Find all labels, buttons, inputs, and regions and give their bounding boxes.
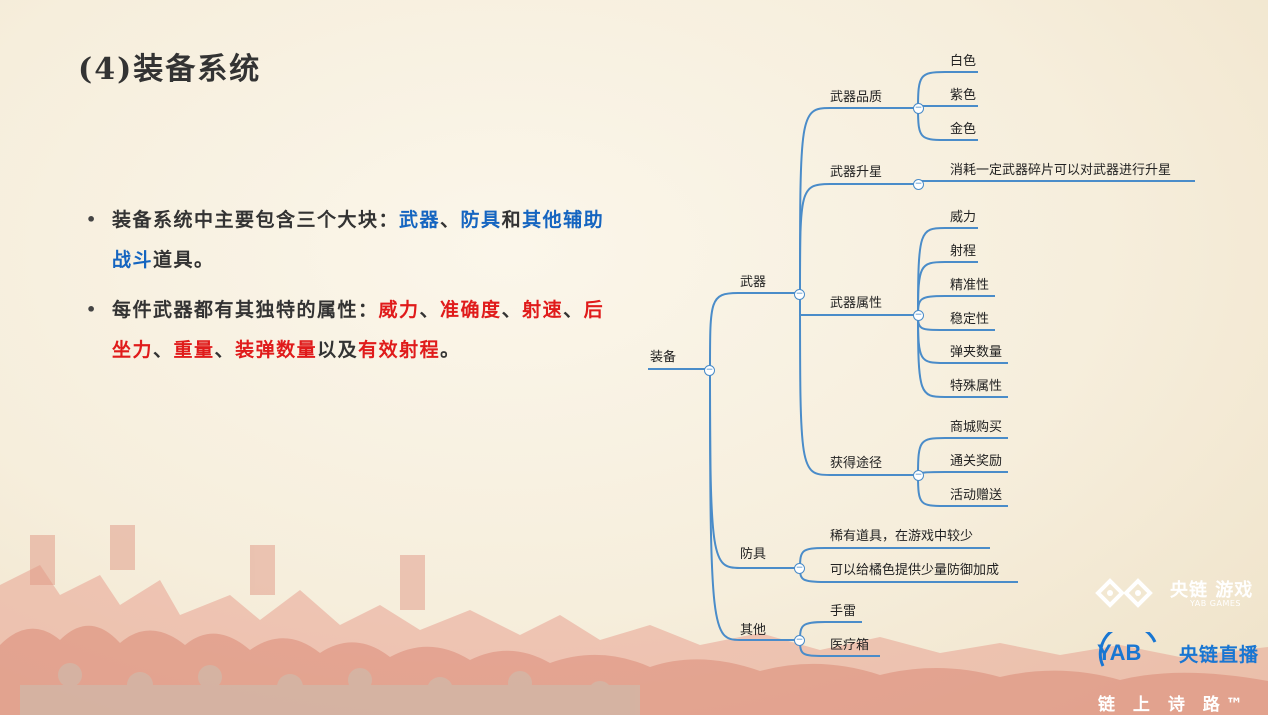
highlight-weapon: 武器 (399, 209, 441, 231)
bullet-weapon-attributes: • 每件武器都有其独特的属性：威力、准确度、射速、后坐力、重量、装弹数量以及有效… (86, 290, 616, 370)
collapse-toggle-weapon-attr[interactable]: − (913, 310, 924, 321)
text: 。 (440, 339, 461, 361)
mindmap-weapon-obtain[interactable]: 获得途径 (830, 456, 883, 471)
yab-badge-icon (1098, 632, 1157, 667)
mindmap-quality-white[interactable]: 白色 (950, 54, 977, 69)
collapse-toggle-armor[interactable]: − (794, 563, 805, 574)
mindmap-obtain-event[interactable]: 活动赠送 (950, 488, 1003, 503)
mindmap-star-desc[interactable]: 消耗一定武器碎片可以对武器进行升星 (950, 163, 1172, 178)
bullet-dot: • (86, 210, 98, 229)
sep: 、 (419, 299, 441, 321)
sep: 、 (214, 339, 236, 361)
mindmap-quality-gold[interactable]: 金色 (950, 122, 977, 137)
mindmap-root[interactable]: 装备 (650, 350, 677, 365)
collapse-toggle-other[interactable]: − (794, 635, 805, 646)
sep: 、 (153, 339, 174, 361)
mindmap-weapon-quality[interactable]: 武器品质 (830, 90, 883, 105)
mindmap-other-medkit[interactable]: 医疗箱 (830, 638, 870, 653)
mindmap-weapon[interactable]: 武器 (740, 275, 767, 290)
mindmap-attr-stability[interactable]: 稳定性 (950, 312, 990, 327)
mindmap-quality-purple[interactable]: 紫色 (950, 88, 977, 103)
sep: 、 (501, 299, 523, 321)
collapse-toggle-weapon-obtain[interactable]: − (913, 470, 924, 481)
highlight-other: 其他辅助战斗 (112, 209, 605, 271)
yab-games-logo: 央链 游戏 YAB GAMES (1092, 573, 1268, 613)
yab-text: YAB (1097, 640, 1142, 665)
mindmap-armor[interactable]: 防具 (740, 547, 767, 562)
bullet-list: • 装备系统中主要包含三个大块：武器、防具和其他辅助战斗道具。 • 每件武器都有… (86, 200, 616, 380)
mindmap-obtain-level[interactable]: 通关奖励 (950, 454, 1003, 469)
mindmap-armor-defense[interactable]: 可以给橘色提供少量防御加成 (830, 563, 1000, 578)
mindmap-attr-power[interactable]: 威力 (950, 210, 977, 225)
collapse-toggle-weapon-quality[interactable]: − (913, 103, 924, 114)
highlight-accuracy: 准确度 (440, 299, 502, 321)
text: 道具。 (153, 249, 215, 271)
text: 以及 (317, 339, 359, 361)
sep: 、 (563, 299, 584, 321)
slide-title: (4)装备系统 (78, 52, 262, 87)
mindmap-other-grenade[interactable]: 手雷 (830, 604, 857, 619)
yab-games-en: YAB GAMES (1190, 599, 1241, 608)
mindmap-obtain-shop[interactable]: 商城购买 (950, 420, 1003, 435)
highlight-power: 威力 (378, 299, 420, 321)
yab-live-logo: YAB 央链直播 (1095, 632, 1268, 672)
mindmap-armor-rare[interactable]: 稀有道具，在游戏中较少 (830, 529, 974, 544)
bullet-dot: • (86, 300, 98, 319)
chain-poem-road-text: 链 上 诗 路™ (1098, 695, 1249, 715)
mindmap-weapon-attr[interactable]: 武器属性 (830, 296, 883, 311)
yab-games-cn: 央链 游戏 (1170, 580, 1254, 601)
yab-live-text: 央链直播 (1179, 644, 1260, 666)
highlight-range: 有效射程 (358, 339, 441, 361)
mindmap-attr-range[interactable]: 射程 (950, 244, 977, 259)
highlight-armor: 防具 (460, 209, 502, 231)
highlight-recoil: 后坐力 (112, 299, 605, 361)
collapse-toggle-root[interactable]: − (704, 365, 715, 376)
mindmap-attr-ammo[interactable]: 弹夹数量 (950, 345, 1003, 360)
highlight-weight: 重量 (173, 339, 215, 361)
text: 、 (440, 209, 461, 231)
text: 每件武器都有其独特的属性： (112, 299, 379, 321)
gamepad-icon (1095, 578, 1153, 608)
text: 装备系统中主要包含三个大块： (112, 209, 400, 231)
highlight-ammo: 装弹数量 (235, 339, 318, 361)
text: 和 (501, 209, 523, 231)
collapse-toggle-weapon[interactable]: − (794, 289, 805, 300)
collapse-toggle-weapon-star[interactable]: − (913, 179, 924, 190)
mindmap-attr-special[interactable]: 特殊属性 (950, 379, 1003, 394)
mindmap-weapon-star[interactable]: 武器升星 (830, 165, 883, 180)
highlight-firerate: 射速 (522, 299, 564, 321)
background-crowd-decoration (0, 525, 1268, 715)
mindmap-attr-accuracy[interactable]: 精准性 (950, 278, 990, 293)
bullet-equipment-overview: • 装备系统中主要包含三个大块：武器、防具和其他辅助战斗道具。 (86, 200, 616, 280)
mindmap-other[interactable]: 其他 (740, 623, 767, 638)
